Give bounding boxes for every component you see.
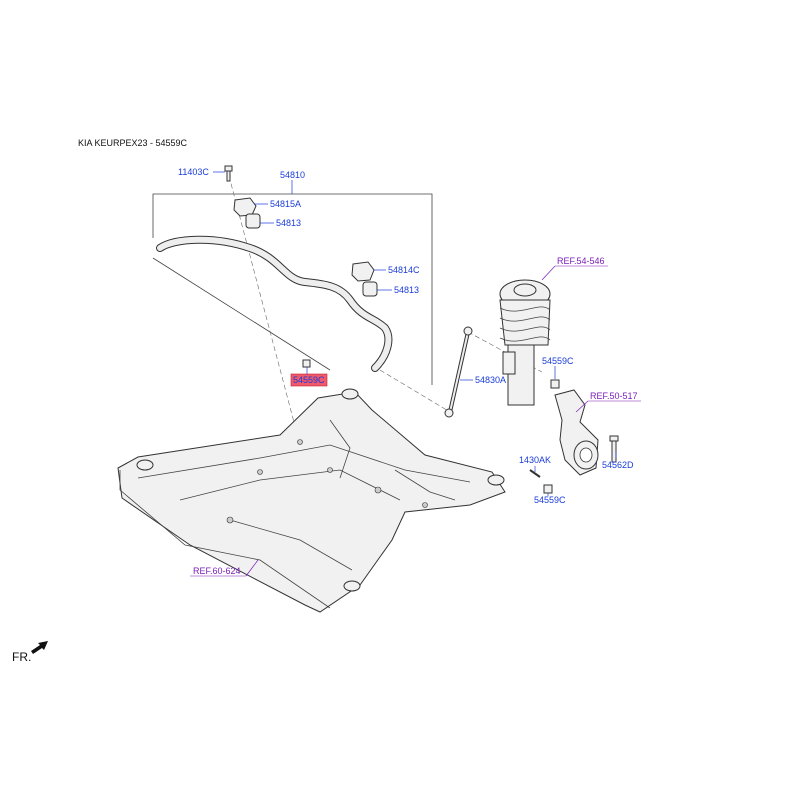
ref-60-624[interactable]: REF.60-624 (193, 566, 241, 576)
label-54562D[interactable]: 54562D (602, 460, 634, 470)
front-direction-label: FR. (12, 650, 31, 664)
nut-54559C-strut[interactable] (550, 379, 560, 389)
group-bracket-diag (152, 257, 331, 371)
bushing-54813-left[interactable] (245, 213, 261, 229)
label-54830A[interactable]: 54830A (475, 375, 506, 385)
label-54559C-strut[interactable]: 54559C (542, 356, 574, 366)
align-line-bar (379, 369, 451, 413)
stabilizer-link-54830A[interactable] (444, 326, 473, 418)
label-54810[interactable]: 54810 (280, 170, 305, 180)
leader-ref-50517 (575, 400, 589, 413)
leader-ref-54546 (541, 265, 556, 281)
label-54814C[interactable]: 54814C (388, 265, 420, 275)
nut-54559C-selected[interactable] (302, 359, 311, 368)
bolt-11403C[interactable] (224, 165, 233, 182)
bracket-54815A[interactable] (233, 197, 257, 217)
stabilizer-bar[interactable] (156, 235, 393, 372)
leader-ref-60624 (245, 559, 259, 577)
align-line-bolt (228, 175, 301, 446)
bracket-54814C[interactable] (351, 261, 375, 282)
label-54559C-selected[interactable]: 54559C (293, 375, 325, 385)
label-54815A[interactable]: 54815A (270, 199, 301, 209)
selected-part-highlight (290, 373, 328, 387)
bushing-54813-right[interactable] (362, 281, 378, 297)
group-bracket (152, 193, 433, 385)
steering-knuckle[interactable] (554, 389, 599, 476)
front-arrow-icon (31, 641, 48, 654)
label-54813-lower[interactable]: 54813 (394, 285, 419, 295)
label-11403C[interactable]: 11403C (178, 167, 209, 177)
bolt-54562D[interactable] (609, 435, 619, 463)
strut-assembly[interactable] (499, 279, 551, 406)
diagram-title: KIA KEURPEX23 - 54559C (78, 138, 188, 148)
label-54559C-knuckle[interactable]: 54559C (534, 495, 566, 505)
label-1430AK[interactable]: 1430AK (519, 455, 551, 465)
subframe-crossmember[interactable] (117, 388, 506, 613)
ref-54-546[interactable]: REF.54-546 (557, 256, 605, 266)
pin-1430AK[interactable] (529, 469, 541, 478)
label-54813-upper[interactable]: 54813 (276, 218, 301, 228)
nut-54559C-knuckle[interactable] (543, 484, 553, 494)
ref-50-517[interactable]: REF.50-517 (590, 391, 638, 401)
